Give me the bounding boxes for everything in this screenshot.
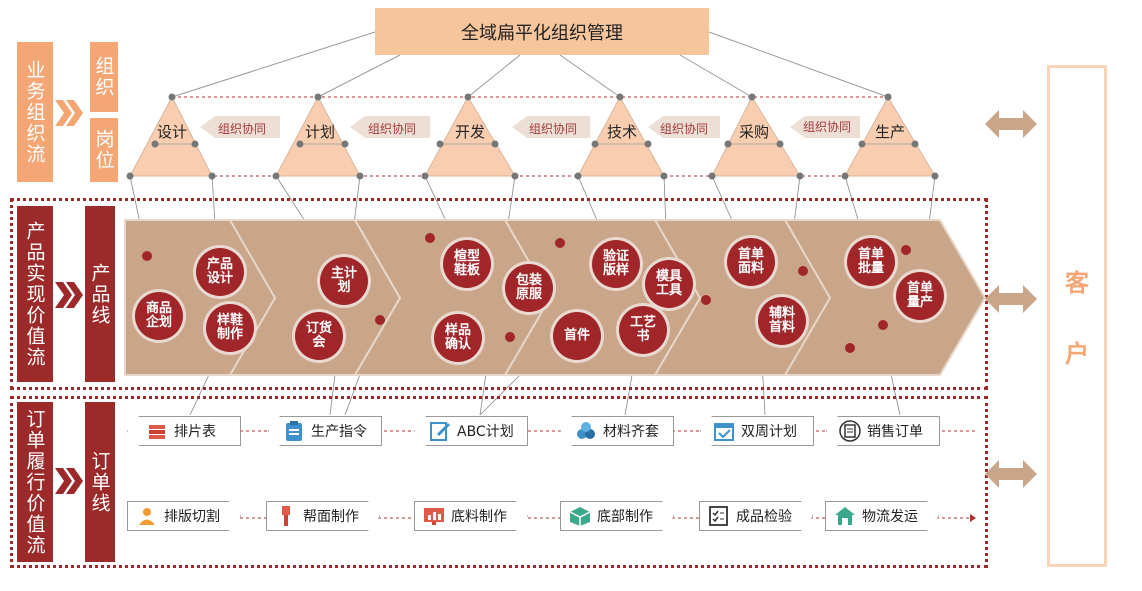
tag-label: 生产指令 xyxy=(311,424,367,440)
post-label: 岗位 xyxy=(90,118,118,182)
department-purchasing: 采购 xyxy=(738,123,769,141)
tag-abc-plan: ABC计划 xyxy=(414,416,528,446)
calendar-check-icon xyxy=(713,420,735,442)
tag-label: 排片表 xyxy=(174,424,216,440)
node-first-mass: 首单量产 xyxy=(896,272,944,320)
department-triangles xyxy=(126,93,939,180)
double-arrow-icon xyxy=(985,460,1037,488)
node-product-design: 产品设计 xyxy=(196,248,244,296)
node-first-order-material: 首单面料 xyxy=(727,238,775,286)
tag-bottom-making: 底部制作 xyxy=(560,501,674,531)
tag-biweekly-plan: 双周计划 xyxy=(700,416,814,446)
node-sample-making: 样鞋制作 xyxy=(206,304,254,352)
customer-char-2: 户 xyxy=(1065,340,1089,368)
tag-logistics-shipping: 物流发运 xyxy=(825,501,939,531)
product-line-label: 产品线 xyxy=(85,206,115,382)
chevron-icon xyxy=(55,468,89,498)
department-development: 开发 xyxy=(454,123,485,141)
coins-icon xyxy=(575,420,597,442)
node-last-board: 楦型鞋板 xyxy=(443,240,491,288)
business-flow-label: 业务组织流 xyxy=(17,42,53,182)
collab-label-1: 组织协同 xyxy=(218,122,267,136)
layers-icon xyxy=(146,420,168,442)
customer-char-1: 客 xyxy=(1065,269,1089,297)
node-packaging: 包装原服 xyxy=(505,264,553,312)
tag-label: 底料制作 xyxy=(451,509,507,525)
collab-label-3: 组织协同 xyxy=(529,122,578,136)
order-stream-frame xyxy=(10,396,988,568)
collab-label-4: 组织协同 xyxy=(660,122,709,136)
product-stream-frame xyxy=(10,198,988,390)
tag-production-order: 生产指令 xyxy=(268,416,382,446)
node-first-piece: 首件 xyxy=(553,312,601,360)
node-first-batch: 首单批量 xyxy=(847,238,895,286)
clipboard-icon xyxy=(283,420,305,442)
tag-sales-order: 销售订单 xyxy=(826,416,940,446)
box-icon xyxy=(569,505,591,527)
node-master-plan: 主计划 xyxy=(320,257,368,305)
chevron-icon xyxy=(55,100,89,130)
checklist-icon xyxy=(708,505,730,527)
node-sample-confirm: 样品确认 xyxy=(434,314,482,362)
collab-label-5: 组织协同 xyxy=(803,120,852,134)
department-production: 生产 xyxy=(874,123,905,141)
node-aux-material: 辅料首料 xyxy=(758,297,806,345)
warehouse-icon xyxy=(834,505,856,527)
tag-upper-making: 帮面制作 xyxy=(266,501,380,531)
tag-product-inspection: 成品检验 xyxy=(699,501,813,531)
tag-label: 材料齐套 xyxy=(603,424,659,440)
tag-label: 销售订单 xyxy=(867,424,923,440)
tag-label: 底部制作 xyxy=(597,509,653,525)
tag-cutting-sheet: 排片表 xyxy=(127,416,241,446)
node-mold-tool: 模具工具 xyxy=(645,260,693,308)
tag-label: ABC计划 xyxy=(457,424,514,440)
node-merch-planning: 商品企划 xyxy=(135,292,183,340)
tag-label: 物流发运 xyxy=(862,509,918,525)
double-arrow-icon xyxy=(985,285,1037,313)
edit-icon xyxy=(429,420,451,442)
collab-label-2: 组织协同 xyxy=(368,122,417,136)
tag-label: 双周计划 xyxy=(741,424,797,440)
node-verify-sample: 验证版样 xyxy=(592,240,640,288)
node-order-fair: 订货会 xyxy=(295,312,343,360)
tag-material-kit: 材料齐套 xyxy=(560,416,674,446)
brush-icon xyxy=(275,505,297,527)
department-planning: 计划 xyxy=(304,123,335,141)
department-technology: 技术 xyxy=(606,123,637,141)
department-design: 设计 xyxy=(156,123,187,141)
page-title: 全域扁平化组织管理 xyxy=(375,8,709,55)
node-process-book: 工艺书 xyxy=(619,306,667,354)
double-arrow-icon xyxy=(985,110,1037,138)
tag-label: 排版切割 xyxy=(164,509,220,525)
chevron-icon xyxy=(55,282,89,312)
chart-monitor-icon xyxy=(423,505,445,527)
org-label: 组织 xyxy=(90,42,118,112)
tag-layout-cutting: 排版切割 xyxy=(127,501,241,531)
order-flow-label: 订单履行价值流 xyxy=(17,402,53,562)
tag-sole-material: 底料制作 xyxy=(414,501,528,531)
tag-label: 帮面制作 xyxy=(303,509,359,525)
document-icon xyxy=(839,420,861,442)
tag-label: 成品检验 xyxy=(736,509,792,525)
product-flow-label: 产品实现价值流 xyxy=(17,206,53,382)
worker-icon xyxy=(136,505,158,527)
order-line-label: 订单线 xyxy=(85,402,115,562)
customer-panel: 客 户 xyxy=(1047,65,1107,567)
